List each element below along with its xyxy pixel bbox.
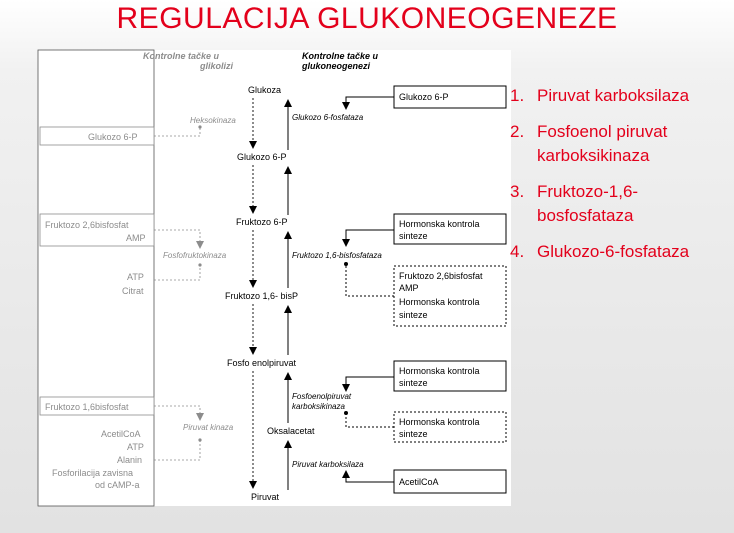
metabolite-fruktozo6p: Fruktozo 6-P (236, 217, 288, 227)
glycolysis-pk-inhibitor-3: Alanin (117, 455, 142, 465)
enzyme-heksokinaza: Heksokinaza (190, 116, 236, 125)
slide-title: REGULACIJA GLUKONEOGENEZE (116, 2, 618, 35)
regulator-fbpase-inhibitor-2: AMP (399, 283, 419, 293)
enzyme-pepck-line2: karboksikinaza (292, 402, 345, 411)
enzyme-glukozo6fosfataza: Glukozo 6-fosfataza (292, 113, 364, 122)
list-number: 4. (510, 242, 525, 261)
connector-fbpase-inhibitors (345, 265, 394, 297)
regulator-hormonal-fbpase-line2: sinteze (399, 231, 428, 241)
list-text: Piruvat karboksilaza (537, 86, 690, 105)
metabolite-oksalacetat: Oksalacetat (267, 426, 315, 436)
list-text: Fosfoenol piruvat karboksikinaza (537, 122, 668, 165)
enzyme-pepck-line1: Fosfoenolpiruvat (292, 392, 352, 401)
connector-acetilcoa (342, 470, 394, 483)
gluconeogenesis-header-line1: Kontrolne tačke u (302, 51, 379, 61)
regulator-fbpase-inhibitor-3: Hormonska kontrola (399, 297, 480, 307)
inhibition-dot-fbpase (344, 262, 348, 266)
glycolysis-pk-inhibitor-5: od cAMP-a (95, 480, 140, 490)
enzyme-piruvat-karboksilaza: Piruvat karboksilaza (292, 460, 364, 469)
glycolysis-pk-inhibitor-2: ATP (127, 442, 144, 452)
glycolysis-dot-pfk (198, 263, 202, 267)
enzyme-list-item: 3. Fruktozo-1,6-bosfosfataza (510, 180, 734, 228)
metabolite-fruktozo16bisp: Fruktozo 1,6- bisP (225, 291, 298, 301)
glycolysis-box-pfk-activators (39, 213, 155, 247)
regulator-box-hormonal-fbpase (393, 213, 507, 245)
regulator-hormonal-fbpase-line1: Hormonska kontrola (399, 219, 480, 229)
glycolysis-pk-inhibitor-1: AcetilCoA (101, 429, 141, 439)
connector-hormonal-fbpase (342, 229, 394, 247)
regulator-acetilcoa-text: AcetilCoA (399, 477, 439, 487)
regulator-box-fbpase-inhibitors (393, 265, 507, 327)
glycolysis-connector-pk-activator (154, 405, 204, 421)
regulator-fbpase-inhibitor-1: Fruktozo 2,6bisfosfat (399, 271, 483, 281)
glycolysis-pk-activator-text: Fruktozo 1,6bisfosfat (45, 402, 129, 412)
connector-glukozo6p (342, 96, 394, 110)
regulator-glukozo6p-text: Glukozo 6-P (399, 92, 449, 102)
enzyme-list-item: 4. Glukozo-6-fosfataza (510, 240, 734, 264)
metabolite-fosfoenolpiruvat: Fosfo enolpiruvat (227, 358, 297, 368)
regulator-hormonal-pepck-line1: Hormonska kontrola (399, 366, 480, 376)
glycolysis-panel (37, 49, 155, 507)
regulator-box-hormonal-pepck (393, 360, 507, 392)
enzyme-list-item: 1. Piruvat karboksilaza (510, 84, 734, 108)
list-number: 1. (510, 86, 525, 105)
glycolysis-pfk-inhibitor-1: ATP (127, 272, 144, 282)
metabolite-piruvat: Piruvat (251, 492, 280, 502)
regulator-hormonal-pepck-line2: sinteze (399, 378, 428, 388)
enzyme-fosfofruktokinaza: Fosfofruktokinaza (163, 251, 227, 260)
inhibition-dot-pepck (344, 411, 348, 415)
list-text: Fruktozo-1,6-bosfosfataza (537, 182, 639, 225)
enzyme-fruktozo16bisfosfataza: Fruktozo 1,6-bisfosfataza (292, 251, 382, 260)
list-number: 2. (510, 122, 525, 141)
glycolysis-dot-pk (198, 438, 202, 442)
glycolysis-pk-inhibitor-4: Fosforilacija zavisna (52, 468, 133, 478)
regulator-hormonal-pepck2-line1: Hormonska kontrola (399, 417, 480, 427)
glycolysis-header-line1: Kontrolne tačke u (143, 51, 220, 61)
list-number: 3. (510, 182, 525, 201)
regulator-hormonal-pepck2-line2: sinteze (399, 429, 428, 439)
regulator-box-hormonal-pepck-2 (393, 411, 507, 443)
enzyme-list: 1. Piruvat karboksilaza 2. Fosfoenol piruv… (510, 84, 734, 276)
glycolysis-header-line2: glikolizi (199, 61, 234, 71)
list-text: Glukozo-6-fosfataza (537, 242, 690, 261)
enzyme-list-item: 2. Fosfoenol piruvat karboksikinaza (510, 120, 734, 168)
glycolysis-pfk-inhibitor-2: Citrat (122, 286, 144, 296)
glycolysis-connector-pk-inhibitors (154, 441, 201, 461)
glycolysis-pfk-activator-2: AMP (126, 233, 146, 243)
gluconeogenesis-header-line2: glukoneogenezi (301, 61, 371, 71)
glycolysis-dot-hexokinase (198, 125, 202, 129)
connector-hormonal-pepck (342, 376, 394, 392)
connector-hormonal-pepck-2 (345, 414, 394, 428)
metabolite-glukozo6p: Glukozo 6-P (237, 152, 287, 162)
metabolite-glukoza: Glukoza (248, 85, 281, 95)
glycolysis-connector-pfk-inhibitors (154, 265, 201, 281)
enzyme-piruvat-kinaza: Piruvat kinaza (183, 423, 234, 432)
glycolysis-glukozo6p-text: Glukozo 6-P (88, 132, 138, 142)
regulator-fbpase-inhibitor-4: sinteze (399, 310, 428, 320)
glycolysis-pfk-activator-1: Fruktozo 2,6bisfosfat (45, 220, 129, 230)
glycolysis-connector-pfk-activators (154, 229, 204, 249)
glycolysis-connector-hexokinase (154, 127, 201, 137)
